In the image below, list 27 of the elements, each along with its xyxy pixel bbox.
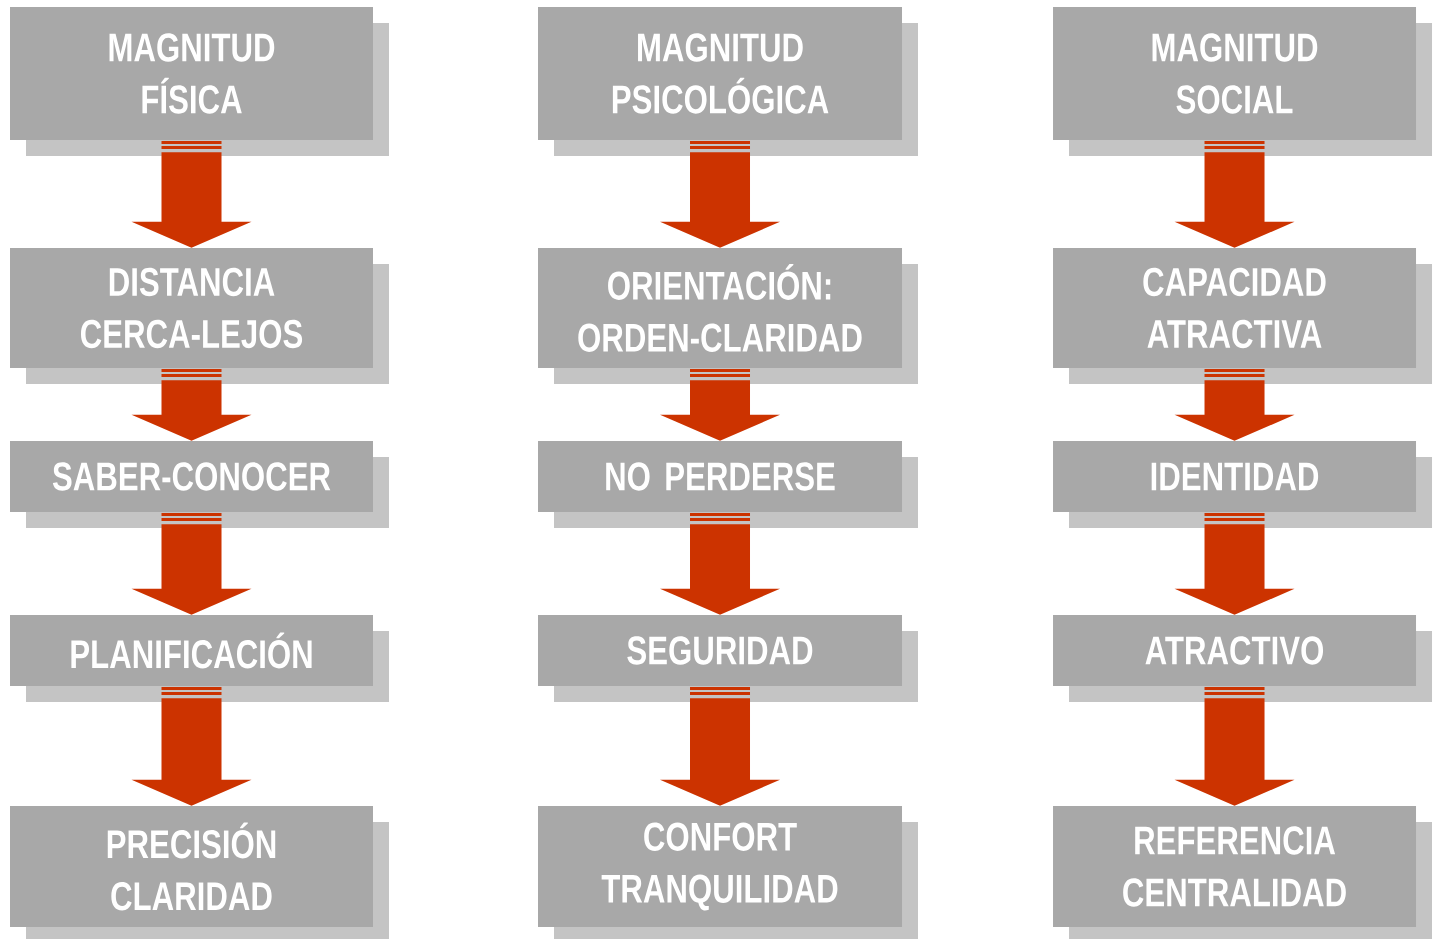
- process-box: SABER-CONOCER: [10, 441, 389, 528]
- process-box: ATRACTIVO: [1053, 615, 1432, 702]
- block-arrow: [131, 369, 252, 441]
- process-box: REFERENCIA CENTRALIDAD: [1053, 806, 1432, 939]
- block-arrow: [1174, 369, 1295, 441]
- block-arrow: [1174, 513, 1295, 615]
- process-box: NO PERDERSE: [538, 441, 918, 528]
- block-arrow: [1174, 687, 1295, 806]
- process-box: SEGURIDAD: [538, 615, 918, 702]
- process-box: ORIENTACIÓN: ORDEN-CLARIDAD: [538, 248, 918, 384]
- block-arrow: [1174, 141, 1295, 248]
- block-arrow: [660, 687, 780, 806]
- block-arrow: [131, 141, 252, 248]
- process-box: CAPACIDAD ATRACTIVA: [1053, 248, 1432, 384]
- process-box: PRECISIÓN CLARIDAD: [10, 806, 389, 939]
- process-box: DISTANCIA CERCA-LEJOS: [10, 248, 389, 384]
- process-box: PLANIFICACIÓN: [10, 615, 389, 702]
- block-arrow: [660, 141, 780, 248]
- process-box: IDENTIDAD: [1053, 441, 1432, 528]
- process-box: MAGNITUD FÍSICA: [10, 7, 389, 156]
- block-arrow: [131, 687, 252, 806]
- process-box: MAGNITUD SOCIAL: [1053, 7, 1432, 156]
- process-box: MAGNITUD PSICOLÓGICA: [538, 7, 918, 156]
- block-arrow: [660, 369, 780, 441]
- process-box: CONFORT TRANQUILIDAD: [538, 806, 918, 939]
- block-arrow: [131, 513, 252, 615]
- block-arrow: [660, 513, 780, 615]
